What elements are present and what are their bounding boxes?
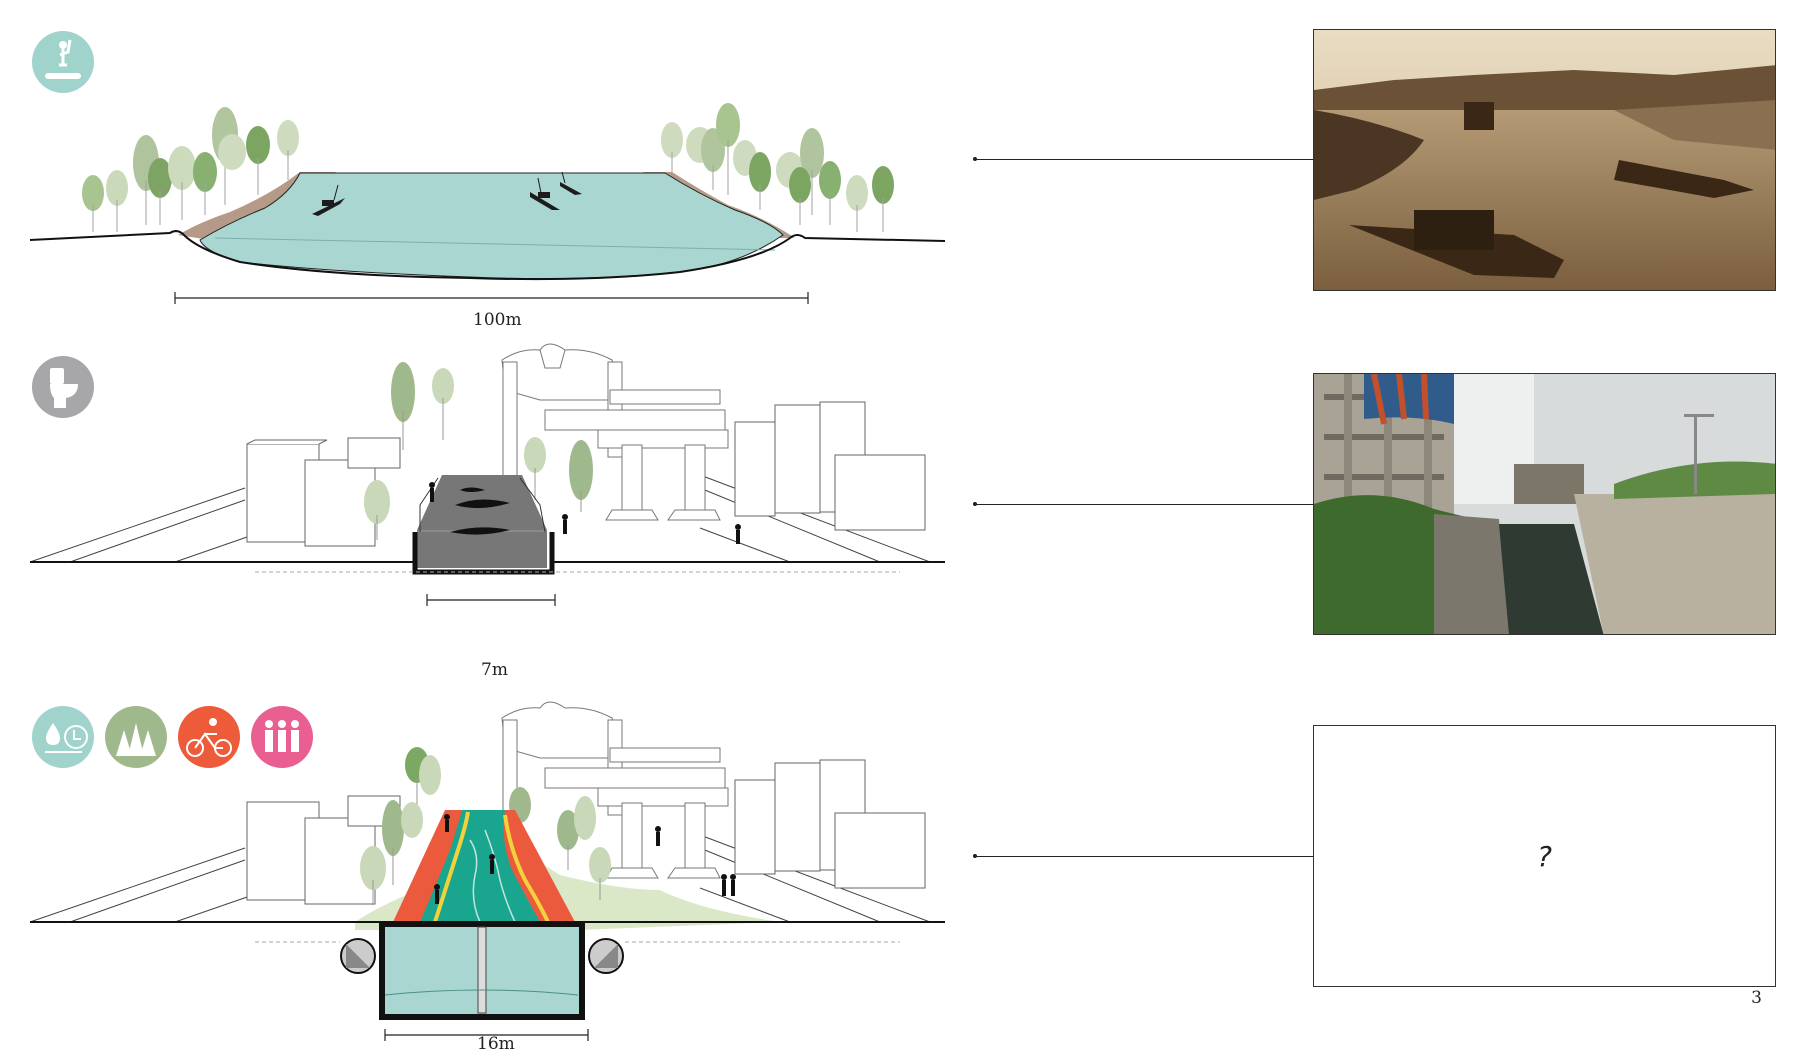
- box-culvert: [379, 921, 585, 1020]
- pipes: [340, 938, 624, 974]
- buildings: [246, 759, 926, 905]
- dimension-7m: [426, 594, 556, 606]
- section-historic-river: [29, 31, 946, 304]
- dimension-label-100m: 100m: [473, 310, 522, 330]
- dimension-label-7m: 7m: [481, 660, 508, 680]
- forest-icon: [105, 706, 167, 768]
- buildings: [246, 401, 926, 547]
- page-number: 3: [1751, 988, 1762, 1008]
- section-future-park: [29, 701, 945, 1041]
- toilet-icon: [32, 356, 94, 418]
- leader-line-2: [973, 502, 1313, 506]
- people-icon: [251, 706, 313, 768]
- question-mark: ?: [1537, 839, 1552, 873]
- sewage-canal: [412, 475, 555, 575]
- street-trees: [360, 747, 611, 905]
- gate-and-flyover: [501, 701, 729, 879]
- people: [429, 482, 741, 544]
- trees-left: [82, 107, 299, 232]
- trees-right: [661, 103, 894, 232]
- ground-line: [29, 230, 946, 281]
- leader-line-3: [973, 854, 1313, 858]
- cycling-icon: [178, 706, 240, 768]
- water-management-icon: [32, 706, 94, 768]
- future-photo-placeholder: ?: [1313, 725, 1776, 987]
- historic-river-photo: [1313, 29, 1776, 291]
- dimension-100m: [174, 292, 809, 304]
- paddle-board-icon: [32, 31, 94, 93]
- concrete-canal-photo: [1313, 373, 1776, 635]
- street-trees: [364, 362, 593, 540]
- section-present-canal: [29, 343, 945, 606]
- boats: [312, 171, 582, 216]
- dimension-16m: [384, 1029, 589, 1041]
- gate-and-flyover: [501, 343, 729, 521]
- dimension-label-16m: 16m: [477, 1034, 515, 1054]
- leader-line-1: [973, 157, 1313, 161]
- people: [434, 814, 736, 904]
